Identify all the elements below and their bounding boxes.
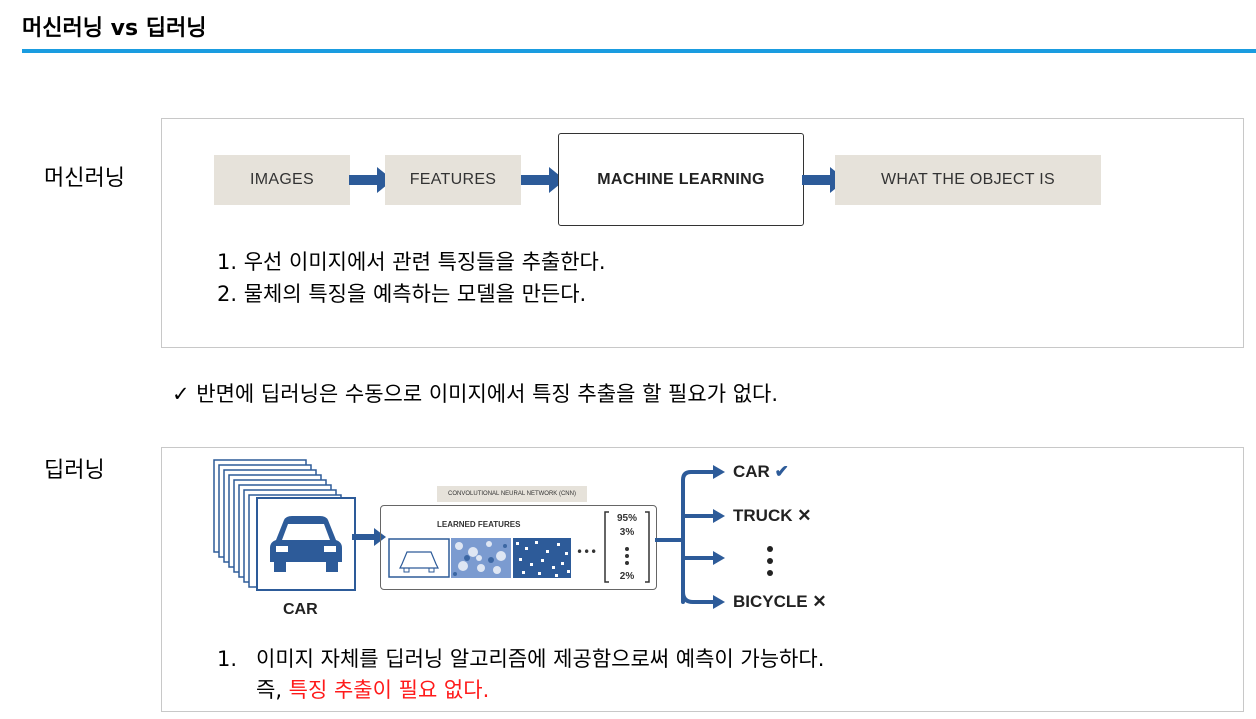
flow-box-machine-learning: MACHINE LEARNING — [558, 133, 804, 226]
feature-map-texture-icon — [451, 538, 511, 578]
output-car-label: CAR — [733, 462, 770, 481]
flow-box-what-the-object-is: WHAT THE OBJECT IS — [835, 155, 1101, 205]
prob-car: 95% — [613, 513, 641, 524]
ml-step-2: 2. 물체의 특징을 예측하는 모델을 만든다. — [217, 278, 586, 310]
check-icon: ✔ — [775, 462, 789, 481]
output-car: CAR ✔ — [733, 462, 789, 482]
input-label: CAR — [283, 601, 318, 619]
output-branch-arrows-icon — [655, 460, 727, 612]
ml-section-label: 머신러닝 — [44, 160, 125, 192]
checkmark-icon: ✓ — [172, 382, 190, 406]
ml-step-1: 1. 우선 이미지에서 관련 특징들을 추출한다. — [217, 246, 606, 278]
prob-bicycle: 2% — [613, 571, 641, 582]
learned-features-label: LEARNED FEATURES — [437, 520, 520, 529]
dl-step-line-2: 즉, 특징 추출이 필요 없다. — [256, 674, 489, 706]
cnn-label: CONVOLUTIONAL NEURAL NETWORK (CNN) — [437, 486, 587, 502]
slide-title: 머신러닝 vs 딥러닝 — [22, 10, 206, 42]
flow-box-features: FEATURES — [385, 155, 521, 205]
title-underline — [22, 49, 1256, 53]
cross-icon: ✕ — [797, 506, 811, 525]
vertical-ellipsis-icon — [764, 545, 776, 579]
dl-step-line-2-prefix: 즉, — [256, 678, 289, 702]
prob-truck: 3% — [613, 527, 641, 538]
output-truck: TRUCK ✕ — [733, 506, 811, 526]
dl-step-line-1: 이미지 자체를 딥러닝 알고리즘에 제공함으로써 예측이 가능하다. — [256, 643, 824, 675]
output-truck-label: TRUCK — [733, 506, 793, 525]
ellipsis-dots: ••• — [576, 545, 597, 559]
output-bicycle-label: BICYCLE — [733, 592, 808, 611]
feature-map-car-icon — [388, 538, 450, 578]
cross-icon: ✕ — [812, 592, 826, 611]
image-stack-icon — [212, 458, 360, 594]
dl-step-highlight: 특징 추출이 필요 없다. — [289, 678, 490, 702]
note-text: 반면에 딥러닝은 수동으로 이미지에서 특징 추출을 할 필요가 없다. — [196, 382, 778, 406]
flow-box-images: IMAGES — [214, 155, 350, 205]
feature-map-noise-icon — [513, 538, 571, 578]
dl-step-number: 1. — [217, 643, 237, 675]
note-line: ✓ 반면에 딥러닝은 수동으로 이미지에서 특징 추출을 할 필요가 없다. — [172, 378, 778, 410]
dl-section-label: 딥러닝 — [44, 452, 105, 484]
output-bicycle: BICYCLE ✕ — [733, 592, 827, 612]
